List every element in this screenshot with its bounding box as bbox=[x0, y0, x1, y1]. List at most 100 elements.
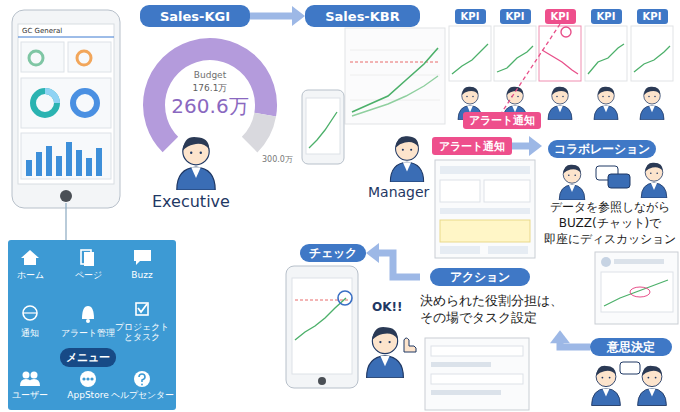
kpi-tag: KPI bbox=[545, 9, 576, 24]
check-phone bbox=[295, 298, 346, 340]
menu-icon bbox=[86, 319, 90, 323]
task-screenshot bbox=[431, 362, 491, 367]
decision-people bbox=[592, 362, 667, 406]
kbr-charts bbox=[588, 44, 624, 74]
kbr-charts bbox=[352, 48, 438, 112]
left-phone bbox=[29, 51, 43, 65]
flow-arrow bbox=[512, 143, 531, 150]
manager-phone bbox=[302, 90, 344, 164]
menu-icon bbox=[28, 379, 40, 386]
kbr-charts bbox=[350, 75, 440, 76]
menu-pill: メニュー bbox=[60, 348, 116, 367]
kbr-charts bbox=[539, 26, 581, 81]
kpi-person bbox=[640, 87, 664, 120]
menu-icon bbox=[31, 372, 38, 379]
text-label: Executive bbox=[152, 192, 230, 211]
arrow-head bbox=[529, 136, 542, 156]
left-phone bbox=[56, 156, 62, 176]
manager-phone bbox=[306, 98, 340, 154]
alert-screenshot bbox=[440, 180, 480, 202]
kbr-charts bbox=[449, 26, 491, 81]
collaboration-people bbox=[641, 163, 667, 198]
left-phone bbox=[26, 160, 32, 176]
menu-icon bbox=[82, 377, 93, 380]
check-phone bbox=[292, 278, 352, 374]
flow-arrow bbox=[550, 330, 590, 347]
band-text: Sales-KBR bbox=[325, 9, 400, 24]
kbr-charts bbox=[542, 50, 578, 74]
menu-icon bbox=[90, 377, 93, 380]
menu-icon bbox=[141, 384, 143, 386]
budget-gauge bbox=[154, 49, 266, 145]
manager-person bbox=[390, 136, 423, 182]
menu-icon bbox=[138, 304, 147, 312]
arrow-head bbox=[292, 6, 305, 26]
band-text: KPI bbox=[551, 11, 570, 22]
check-phone bbox=[286, 266, 358, 388]
action-step: アクション決められた役割分担は、 その場でタスク設定 bbox=[420, 268, 572, 330]
menu-panel: ホームページBuzz通知アラート管理プロジェクトとタスクユーザーAppStore… bbox=[8, 240, 176, 410]
chat-screenshot bbox=[595, 252, 678, 324]
menu-item-label: プロジェクトとタスク bbox=[112, 322, 172, 343]
left-phone bbox=[73, 91, 97, 115]
task-screenshot bbox=[431, 390, 501, 395]
collaboration-people bbox=[559, 165, 585, 200]
kbr-charts bbox=[585, 26, 627, 81]
body-text: データを参照しながら BUZZ(チャット)で 即座にディスカッション bbox=[542, 200, 678, 247]
kbr-charts bbox=[631, 26, 673, 81]
chat-screenshot bbox=[604, 280, 668, 306]
chat-screenshot bbox=[601, 257, 611, 267]
band-text: KPI bbox=[597, 11, 616, 22]
kpi-person bbox=[548, 87, 572, 120]
arrow-head bbox=[366, 243, 379, 263]
menu-icon bbox=[134, 250, 151, 265]
band-text: メニュー bbox=[66, 350, 110, 365]
kbr-charts bbox=[497, 46, 533, 72]
menu-icon bbox=[82, 377, 85, 380]
menu-icon bbox=[23, 306, 37, 320]
menu-panel bbox=[8, 240, 176, 410]
menu-item-label: ホーム bbox=[0, 270, 60, 280]
band-text: アラート通知 bbox=[439, 139, 505, 154]
kbr-charts bbox=[494, 26, 536, 81]
left-phone bbox=[60, 190, 72, 202]
chat-screenshot bbox=[601, 272, 673, 312]
collaboration-people bbox=[608, 174, 630, 188]
left-phone bbox=[68, 42, 111, 72]
menu-icon bbox=[134, 371, 150, 387]
collaboration-step: コラボレーションデータを参照しながら BUZZ(チャット)で 即座にディスカッシ… bbox=[542, 140, 678, 251]
flow-arrow bbox=[377, 253, 420, 277]
menu-item-label: アラート管理 bbox=[58, 328, 118, 338]
kpi-tag: KPI bbox=[455, 9, 486, 24]
band-text: Sales-KGI bbox=[160, 9, 230, 24]
left-phone bbox=[65, 203, 66, 240]
menu-icon bbox=[139, 374, 145, 382]
alert-screenshot bbox=[488, 246, 528, 254]
left-phone bbox=[36, 152, 42, 176]
menu-item-label: ユーザー bbox=[0, 390, 60, 400]
chat-screenshot bbox=[614, 259, 664, 264]
text-label: Manager bbox=[368, 184, 429, 200]
left-phone bbox=[76, 150, 82, 176]
left-phone bbox=[46, 146, 52, 176]
chat-screenshot bbox=[630, 287, 650, 297]
decision-people bbox=[592, 366, 621, 406]
band-text: KPI bbox=[461, 11, 480, 22]
menu-item-label: 通知 bbox=[0, 328, 60, 338]
left-phone bbox=[18, 37, 114, 38]
heading-text: コラボレーション bbox=[554, 141, 650, 158]
left-phone bbox=[18, 24, 114, 184]
thumbs-up bbox=[404, 338, 416, 352]
kpi-tag: KPI bbox=[637, 9, 668, 24]
kbr-charts bbox=[345, 28, 445, 124]
menu-panel bbox=[8, 240, 176, 410]
text-label: Budget bbox=[170, 70, 250, 80]
band-text: 意思決定 bbox=[607, 339, 655, 356]
check-phone bbox=[338, 291, 352, 305]
band-text: KPI bbox=[643, 11, 662, 22]
menu-icon bbox=[23, 312, 37, 313]
menu-icon bbox=[23, 372, 30, 379]
kbr-charts bbox=[345, 26, 673, 124]
kbr-band: Sales-KBR bbox=[305, 5, 420, 27]
